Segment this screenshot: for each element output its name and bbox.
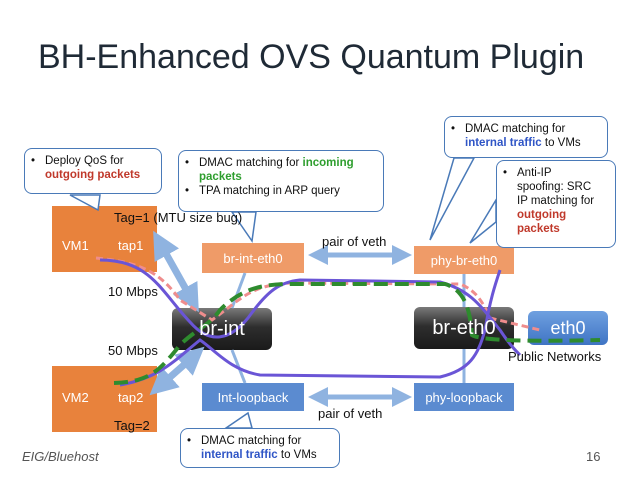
phy-loopback-label: phy-loopback — [425, 389, 503, 405]
dmac-internal-bottom-post: to VMs — [277, 449, 317, 461]
anti-ip-line1: Anti-IP — [517, 167, 552, 179]
anti-ip-line2: spoofing: SRC — [517, 181, 592, 193]
vm2-box — [52, 366, 157, 432]
dmac-incoming-line1: DMAC matching for — [199, 157, 303, 169]
rate-10mbps-label: 10 Mbps — [108, 284, 158, 299]
dmac-internal-bottom-highlight: internal traffic — [201, 449, 278, 461]
pair-veth-top-label: pair of veth — [322, 234, 387, 249]
phy-loopback-box — [414, 383, 514, 411]
phy-br-eth0-box — [414, 246, 514, 274]
dmac-internal-top-pointer — [429, 157, 476, 241]
tap1-label: tap1 — [118, 238, 144, 253]
anti-ip-line3: IP matching for — [517, 195, 595, 207]
page-title: BH-Enhanced OVS Quantum Plugin — [38, 38, 585, 76]
dmac-incoming-highlight2: packets — [199, 171, 242, 183]
tag2-label: Tag=2 — [114, 418, 150, 433]
br-int-eth0-label: br-int-eth0 — [223, 250, 283, 266]
dmac-internal-top-highlight: internal traffic — [465, 137, 542, 149]
tap2-label: tap2 — [118, 390, 144, 405]
dmac-internal-bottom-pointer — [223, 411, 253, 429]
anti-ip-highlight1: outgoing — [517, 209, 567, 221]
footer-label: EIG/Bluehost — [22, 449, 99, 464]
public-networks-label: Public Networks — [508, 349, 602, 364]
purple-path-bottom — [119, 269, 502, 387]
qos-callout-highlight: outgoing packets — [45, 169, 141, 181]
eth0-box — [528, 311, 608, 345]
qos-callout-pointer — [69, 194, 101, 212]
pink-dashed-path — [95, 256, 541, 332]
qos-callout: •Deploy QoS for outgoing packets — [24, 148, 162, 194]
rate-50mbps-label: 50 Mbps — [108, 343, 158, 358]
br-eth0-label: br-eth0 — [432, 316, 496, 339]
phy-br-eth0-label: phy-br-eth0 — [430, 252, 498, 268]
tap1-link-arrow — [153, 230, 199, 313]
dmac-internal-top-callout: •DMAC matching for internal traffic to V… — [444, 116, 608, 158]
int-loopback-box — [202, 383, 304, 411]
br-int-label: br-int — [199, 317, 245, 340]
int-loopback-label: Int-loopback — [217, 389, 289, 405]
dmac-internal-top-post: to VMs — [541, 137, 581, 149]
anti-ip-callout: •Anti-IP spoofing: SRC IP matching for o… — [496, 160, 616, 248]
dmac-incoming-callout: •DMAC matching for incoming packets •TPA… — [178, 150, 384, 212]
anti-ip-highlight2: packets — [517, 223, 560, 235]
tag1-label: Tag=1 (MTU size bug) — [114, 210, 243, 225]
dmac-incoming-highlight1: incoming — [302, 157, 354, 169]
green-dashed-path — [113, 282, 601, 385]
eth0-label: eth0 — [550, 317, 586, 338]
dmac-internal-bottom-callout: •DMAC matching for internal traffic to V… — [180, 428, 340, 468]
dmac-internal-bottom-line1: DMAC matching for — [201, 435, 302, 447]
purple-path-top — [99, 258, 522, 357]
dmac-internal-top-line1: DMAC matching for — [465, 123, 566, 135]
dmac-incoming-callout-pointer — [230, 211, 257, 244]
qos-callout-line1: Deploy QoS for — [45, 155, 124, 167]
vm1-label: VM1 — [62, 238, 89, 253]
tap2-link-arrow — [149, 346, 205, 396]
page-number: 16 — [586, 449, 601, 464]
br-int-to-br-int-eth0 — [230, 272, 247, 309]
dmac-incoming-line2: TPA matching in ARP query — [199, 185, 340, 197]
vm2-label: VM2 — [62, 390, 89, 405]
pair-veth-bottom-label: pair of veth — [318, 406, 383, 421]
br-int-eth0-box — [202, 243, 304, 273]
anti-ip-callout-pointer — [469, 197, 497, 244]
